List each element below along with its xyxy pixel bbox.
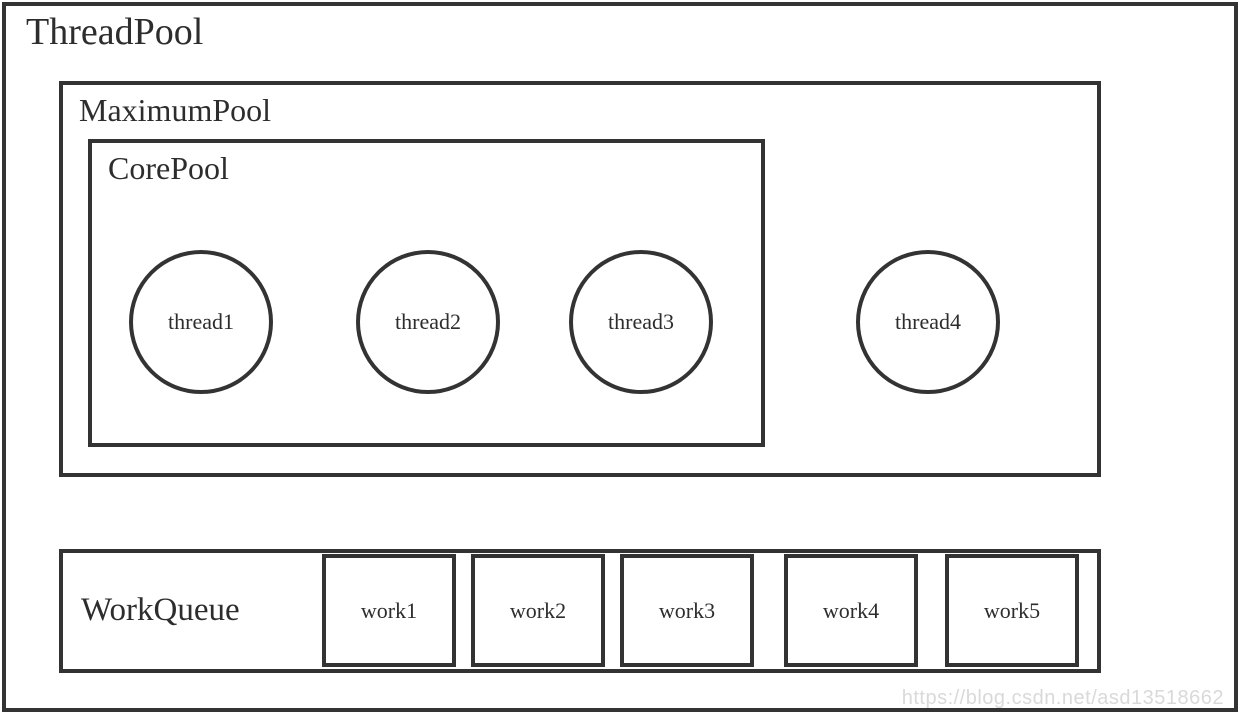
work1-label: work1 xyxy=(360,597,418,623)
thread1-label: thread1 xyxy=(168,309,234,334)
work2-box: work2 xyxy=(471,554,605,667)
workqueue-box: WorkQueue work1 work2 work3 work4 work5 xyxy=(59,549,1101,673)
thread4-label: thread4 xyxy=(895,309,961,334)
work5-box: work5 xyxy=(945,554,1079,667)
maximumpool-box: MaximumPool CorePool thread1 thread2 thr… xyxy=(59,81,1101,477)
thread4-circle: thread4 xyxy=(856,250,1000,394)
maximumpool-title: MaximumPool xyxy=(79,92,272,128)
work5-label: work5 xyxy=(983,597,1041,623)
thread3-circle: thread3 xyxy=(569,250,713,394)
watermark: https://blog.csdn.net/asd13518662 xyxy=(901,687,1224,709)
work3-box: work3 xyxy=(620,554,754,667)
corepool-title: CorePool xyxy=(108,150,229,186)
work2-label: work2 xyxy=(509,597,567,623)
workqueue-title: WorkQueue xyxy=(81,592,240,629)
work1-box: work1 xyxy=(322,554,456,667)
work4-label: work4 xyxy=(822,597,880,623)
thread2-circle: thread2 xyxy=(356,250,500,394)
thread2-label: thread2 xyxy=(395,309,461,334)
work3-label: work3 xyxy=(658,597,716,623)
thread3-label: thread3 xyxy=(608,309,674,334)
thread1-circle: thread1 xyxy=(129,250,273,394)
corepool-box: CorePool thread1 thread2 thread3 xyxy=(88,139,765,447)
threadpool-title: ThreadPool xyxy=(26,11,204,53)
work4-box: work4 xyxy=(784,554,918,667)
